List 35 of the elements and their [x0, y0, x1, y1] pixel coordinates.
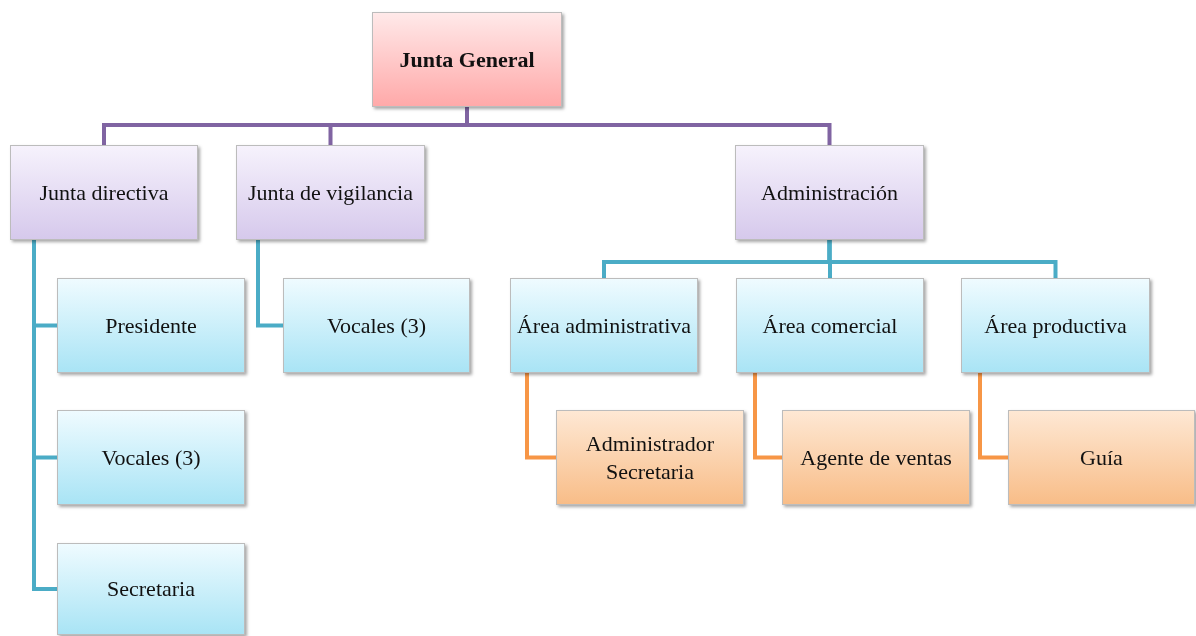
org-box: [283, 278, 470, 373]
box-label: Administración: [761, 178, 898, 207]
box-label: Agente de ventas: [800, 443, 952, 472]
box-label: Vocales (3): [101, 443, 201, 472]
org-box: [57, 543, 245, 635]
box-label: Área productiva: [984, 311, 1127, 340]
connector-line: [978, 373, 1008, 460]
org-box: [556, 410, 744, 505]
box-label: Guía: [1080, 443, 1123, 472]
org-box: [736, 278, 924, 373]
box-label: Junta directiva: [39, 178, 169, 207]
connector-line: [256, 240, 283, 328]
org-box: [961, 278, 1150, 373]
connector-line: [32, 240, 57, 591]
org-box: [10, 145, 198, 240]
connector-line: [753, 373, 782, 460]
org-box: [57, 278, 245, 373]
box-label: Administrador Secretaria: [584, 430, 716, 485]
org-box: [236, 145, 425, 240]
connector-line: [465, 107, 832, 145]
org-box: [1008, 410, 1195, 505]
org-box: [782, 410, 970, 505]
connector-line: [827, 240, 1058, 278]
box-label: Área administrativa: [516, 311, 692, 340]
box-label: Presidente: [105, 311, 197, 340]
box-label: Vocales (3): [326, 311, 427, 340]
title-box: [372, 12, 562, 107]
org-box: [735, 145, 924, 240]
box-label: Junta General: [399, 45, 535, 74]
box-label: Área comercial: [762, 311, 898, 340]
org-box: [510, 278, 698, 373]
org-box: [57, 410, 245, 505]
connector-line: [525, 373, 556, 460]
box-label: Junta de vigilancia: [248, 178, 413, 207]
box-label: Secretaria: [107, 575, 195, 603]
